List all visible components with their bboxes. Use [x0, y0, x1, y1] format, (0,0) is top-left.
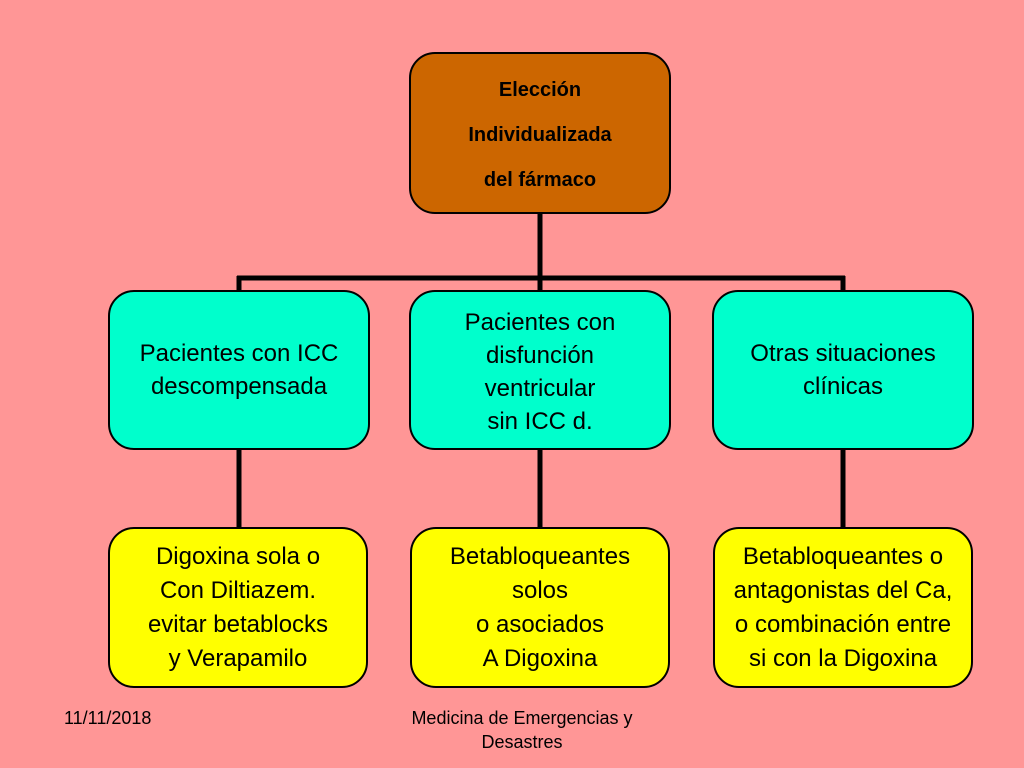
- root-line: del fármaco: [483, 168, 597, 191]
- treatment-node-digoxina: Digoxina sola o Con Diltiazem. evitar be…: [108, 527, 368, 688]
- category-line: disfunción: [485, 342, 595, 369]
- treatment-line: o asociados: [475, 610, 605, 638]
- category-node-disfuncion-ventricular: Pacientes con disfunción ventricular sin…: [409, 290, 671, 450]
- root-line: Individualizada: [468, 123, 612, 146]
- treatment-line: y Verapamilo: [168, 644, 308, 672]
- category-line: descompensada: [150, 373, 328, 400]
- treatment-line: antagonistas del Ca,: [733, 576, 953, 604]
- category-node-otras-situaciones: Otras situaciones clínicas: [712, 290, 974, 450]
- treatment-line: solos: [511, 576, 569, 604]
- category-line: Pacientes con ICC: [139, 340, 339, 367]
- category-node-icc-descompensada: Pacientes con ICC descompensada: [108, 290, 370, 450]
- treatment-line: Betabloqueantes o: [742, 542, 944, 570]
- root-node: Elección Individualizada del fármaco: [409, 52, 671, 214]
- treatment-line: si con la Digoxina: [748, 644, 938, 672]
- category-line: clínicas: [802, 373, 884, 400]
- footer-title: Medicina de Emergencias y Desastres: [411, 708, 633, 752]
- root-line: Elección: [498, 78, 582, 101]
- treatment-line: Digoxina sola o: [155, 542, 321, 570]
- treatment-line: o combinación entre: [734, 610, 952, 638]
- treatment-line: evitar betablocks: [147, 610, 329, 638]
- category-line: Otras situaciones: [750, 340, 936, 367]
- footer-date: 11/11/2018: [64, 708, 152, 728]
- category-line: ventricular: [484, 375, 596, 402]
- treatment-line: Betabloqueantes: [449, 542, 631, 570]
- category-line: Pacientes con: [464, 309, 616, 336]
- category-line: sin ICC d.: [487, 408, 593, 435]
- treatment-line: A Digoxina: [482, 644, 598, 672]
- treatment-node-betabloqueantes-solos: Betabloqueantes solos o asociados A Digo…: [410, 527, 670, 688]
- treatment-node-betabloqueantes-antagonistas: Betabloqueantes o antagonistas del Ca, o…: [713, 527, 973, 688]
- treatment-line: Con Diltiazem.: [159, 576, 317, 604]
